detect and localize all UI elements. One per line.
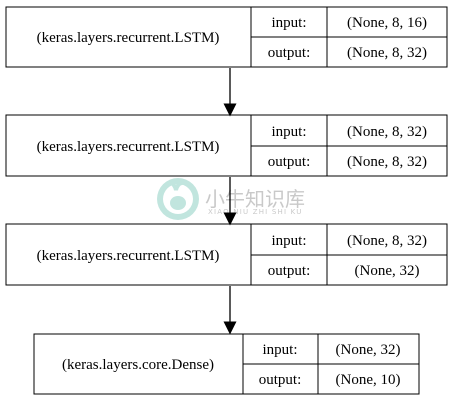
input-shape: (None, 32) bbox=[336, 342, 401, 358]
layer-name: (keras.layers.recurrent.LSTM) bbox=[37, 30, 220, 46]
input-label: input: bbox=[271, 15, 306, 31]
output-shape: (None, 32) bbox=[355, 263, 420, 279]
layer-node: (keras.layers.recurrent.LSTM) input: out… bbox=[5, 114, 448, 177]
watermark-subtitle: XIAO NIU ZHI SHI KU bbox=[208, 208, 303, 216]
output-label: output: bbox=[268, 154, 311, 170]
input-shape: (None, 8, 16) bbox=[347, 15, 427, 31]
output-label: output: bbox=[268, 263, 311, 279]
layer-name: (keras.layers.recurrent.LSTM) bbox=[37, 139, 220, 155]
watermark: 小牛知识库 XIAO NIU ZHI SHI KU bbox=[157, 178, 305, 220]
layer-name: (keras.layers.core.Dense) bbox=[62, 357, 214, 373]
input-label: input: bbox=[271, 233, 306, 249]
layer-node: (keras.layers.recurrent.LSTM) input: out… bbox=[5, 6, 448, 68]
layer-node: (keras.layers.recurrent.LSTM) input: out… bbox=[5, 223, 448, 286]
input-shape: (None, 8, 32) bbox=[347, 233, 427, 249]
bull-logo-icon bbox=[157, 178, 199, 220]
output-label: output: bbox=[259, 372, 302, 388]
input-shape: (None, 8, 32) bbox=[347, 124, 427, 140]
input-label: input: bbox=[271, 124, 306, 140]
input-label: input: bbox=[262, 342, 297, 358]
output-shape: (None, 8, 32) bbox=[347, 154, 427, 170]
layer-node: (keras.layers.core.Dense) input: output:… bbox=[33, 333, 420, 395]
watermark-title: 小牛知识库 bbox=[205, 187, 305, 211]
output-shape: (None, 10) bbox=[336, 372, 401, 388]
layer-name: (keras.layers.recurrent.LSTM) bbox=[37, 248, 220, 264]
output-shape: (None, 8, 32) bbox=[347, 45, 427, 61]
output-label: output: bbox=[268, 45, 311, 61]
